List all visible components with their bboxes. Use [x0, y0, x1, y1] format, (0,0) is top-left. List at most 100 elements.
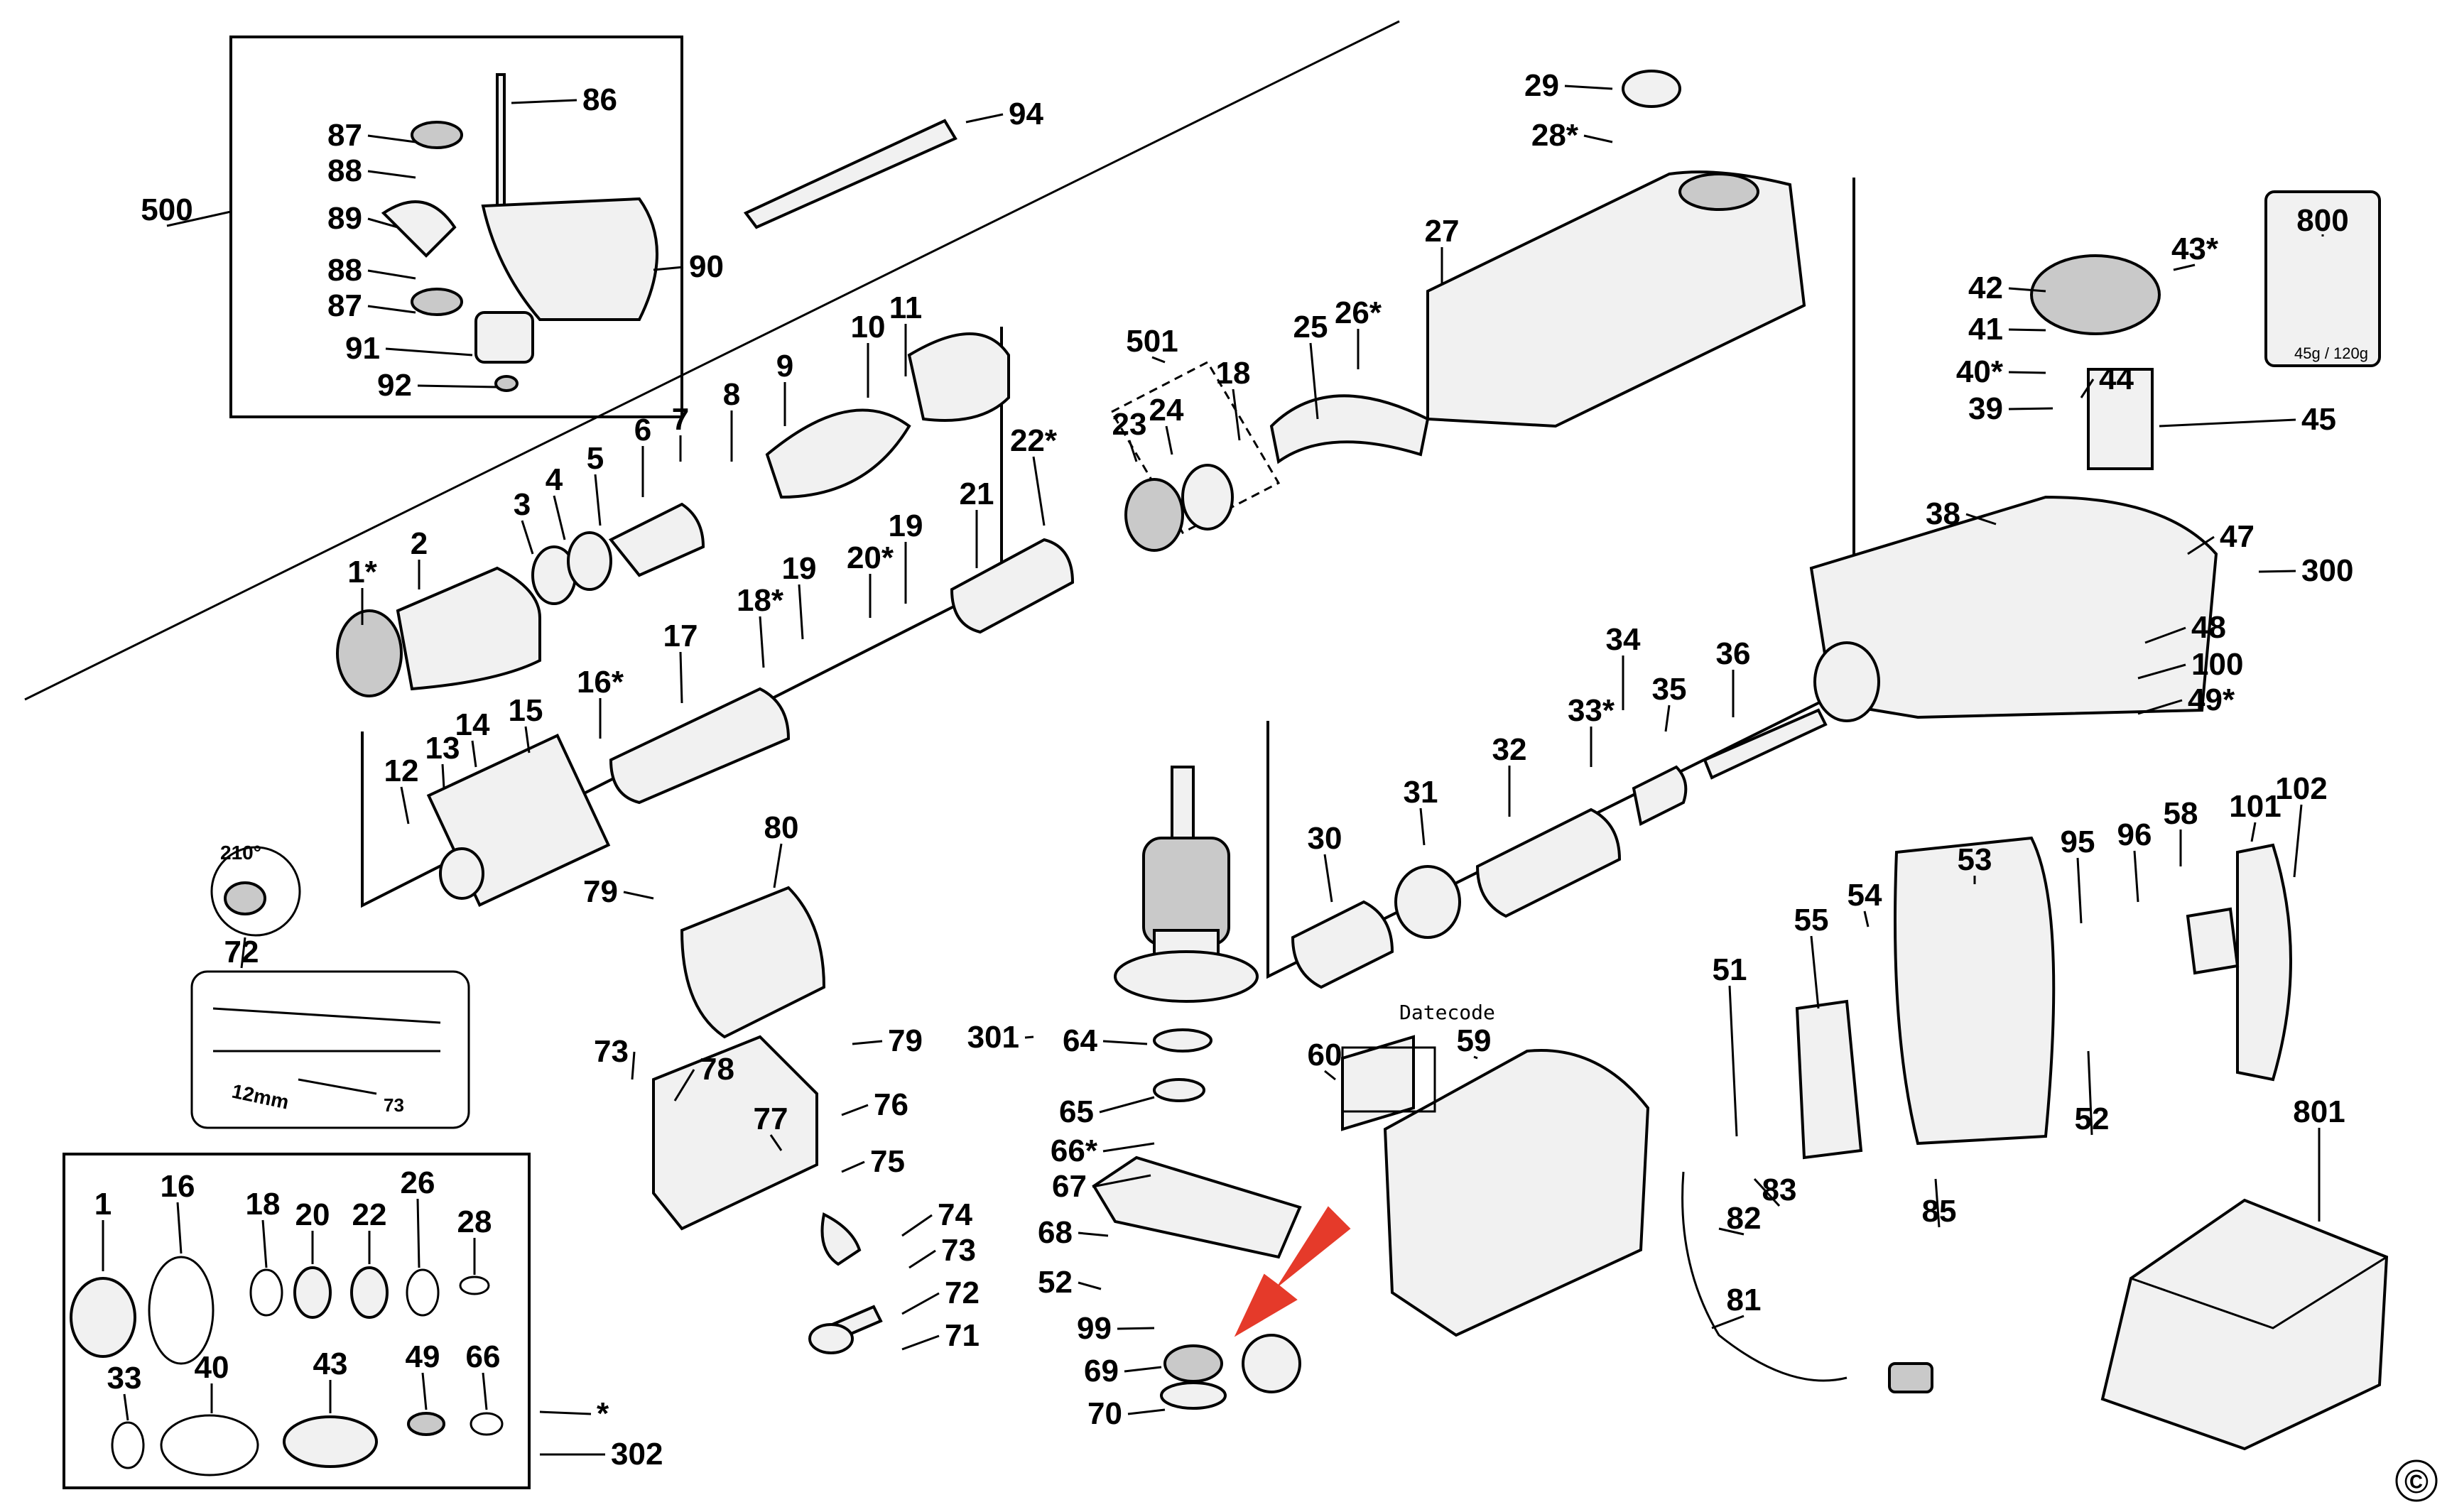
callout-c14: 14 — [455, 707, 490, 742]
leader-c45 — [2159, 418, 2296, 428]
leader-c68 — [1078, 1231, 1109, 1237]
callout-c42: 42 — [1968, 271, 2003, 305]
callout-c87b: 87 — [327, 288, 362, 323]
leader-c64 — [1102, 1040, 1148, 1045]
leader-c86 — [511, 99, 577, 104]
callout-k66: 66 — [466, 1339, 501, 1374]
leader-c90 — [653, 266, 684, 271]
leader-c500 — [166, 210, 232, 227]
callout-c33s: 33* — [1568, 693, 1615, 728]
leader-k33 — [123, 1393, 129, 1421]
armature-group — [1092, 766, 1302, 1410]
angle-text: 210° — [220, 842, 261, 864]
callout-c25: 25 — [1293, 310, 1328, 344]
leader-c15 — [524, 726, 531, 754]
callout-c5: 5 — [587, 441, 604, 476]
carrying-case — [2100, 1198, 2389, 1451]
leader-c72 — [240, 937, 246, 969]
leader-c52a — [1078, 1281, 1102, 1290]
leader-c73a — [631, 1051, 636, 1080]
leader-c92 — [417, 384, 498, 388]
callout-c66s: 66* — [1051, 1133, 1098, 1168]
callout-c60: 60 — [1308, 1038, 1342, 1072]
callout-c52b: 52 — [2075, 1102, 2110, 1136]
callout-c67: 67 — [1052, 1169, 1087, 1204]
front-assembly — [336, 332, 1075, 907]
leader-c88b — [367, 269, 416, 280]
leader-c42 — [2008, 287, 2046, 293]
callout-c51: 51 — [1713, 952, 1747, 987]
callout-c80: 80 — [764, 810, 799, 845]
callout-c88a: 88 — [327, 153, 362, 188]
leader-c73b — [908, 1249, 936, 1269]
callout-c74: 74 — [938, 1197, 972, 1232]
callout-c8: 8 — [723, 377, 740, 412]
leader-c60 — [1324, 1070, 1336, 1081]
housing-assembly — [1269, 70, 2381, 722]
callout-c300: 300 — [2301, 553, 2353, 588]
callout-c95: 95 — [2061, 825, 2095, 859]
leader-c94 — [965, 113, 1004, 124]
callout-c94: 94 — [1009, 97, 1043, 131]
leader-c31 — [1419, 807, 1426, 846]
leader-c88a — [367, 170, 416, 179]
clutch-assembly-501 — [1109, 361, 1281, 552]
callout-c36: 36 — [1716, 636, 1751, 671]
callout-c47: 47 — [2220, 519, 2255, 554]
callout-c59: 59 — [1457, 1023, 1492, 1058]
callout-c52a: 52 — [1038, 1265, 1073, 1300]
callout-k22: 22 — [352, 1197, 387, 1232]
leader-c19a — [798, 584, 804, 640]
leader-c35 — [1664, 705, 1671, 732]
callout-c79a: 79 — [583, 874, 618, 909]
leader-c74 — [901, 1214, 933, 1237]
callout-c54: 54 — [1848, 878, 1882, 913]
leader-c29 — [1564, 85, 1613, 90]
callout-c102: 102 — [2275, 771, 2327, 806]
leader-c501 — [1151, 356, 1166, 364]
leader-c70 — [1127, 1408, 1166, 1415]
callout-c53: 53 — [1958, 842, 1992, 877]
callout-c44: 44 — [2099, 361, 2134, 396]
callout-c10: 10 — [851, 310, 886, 344]
callout-c71: 71 — [945, 1318, 980, 1353]
leader-c83 — [1753, 1177, 1781, 1207]
callout-c78: 78 — [700, 1052, 734, 1087]
callout-k18: 18 — [246, 1187, 281, 1222]
callout-c28s: 28* — [1531, 118, 1579, 153]
leader-c65 — [1099, 1096, 1155, 1114]
callout-c1s: 1* — [347, 555, 377, 589]
callout-c18: 18 — [1216, 356, 1251, 391]
leader-c80 — [773, 843, 783, 888]
leader-k18 — [261, 1219, 268, 1268]
inset-part-73-text: 73 — [384, 1094, 404, 1116]
callout-c81: 81 — [1727, 1283, 1762, 1317]
callout-c500: 500 — [141, 192, 192, 227]
callout-c19b: 19 — [889, 508, 923, 543]
callout-k28: 28 — [457, 1204, 492, 1239]
callout-c77: 77 — [754, 1102, 788, 1136]
leader-c301 — [1024, 1035, 1034, 1039]
callout-c45: 45 — [2301, 402, 2336, 437]
callout-c100: 100 — [2191, 647, 2243, 682]
callout-c68: 68 — [1038, 1215, 1073, 1250]
leader-c40s — [2008, 371, 2046, 374]
leader-c91 — [385, 347, 473, 357]
leader-c28s — [1583, 134, 1613, 143]
callout-c72b: 72 — [945, 1276, 980, 1310]
leader-c79b — [852, 1040, 883, 1045]
callout-c87a: 87 — [327, 118, 362, 153]
callout-c58: 58 — [2164, 796, 2198, 831]
leader-c12 — [400, 786, 410, 825]
callout-c79b: 79 — [888, 1023, 923, 1058]
callout-c301: 301 — [967, 1020, 1019, 1055]
callout-c801: 801 — [2293, 1094, 2345, 1129]
leader-c18s — [759, 616, 765, 668]
leader-c18 — [1232, 388, 1241, 441]
leader-c55 — [1810, 935, 1820, 1009]
callout-c90: 90 — [689, 249, 724, 284]
callout-c89: 89 — [327, 201, 362, 236]
leader-k66 — [482, 1372, 488, 1410]
callout-c73a: 73 — [594, 1034, 629, 1069]
callout-c40s: 40* — [1956, 354, 2004, 389]
